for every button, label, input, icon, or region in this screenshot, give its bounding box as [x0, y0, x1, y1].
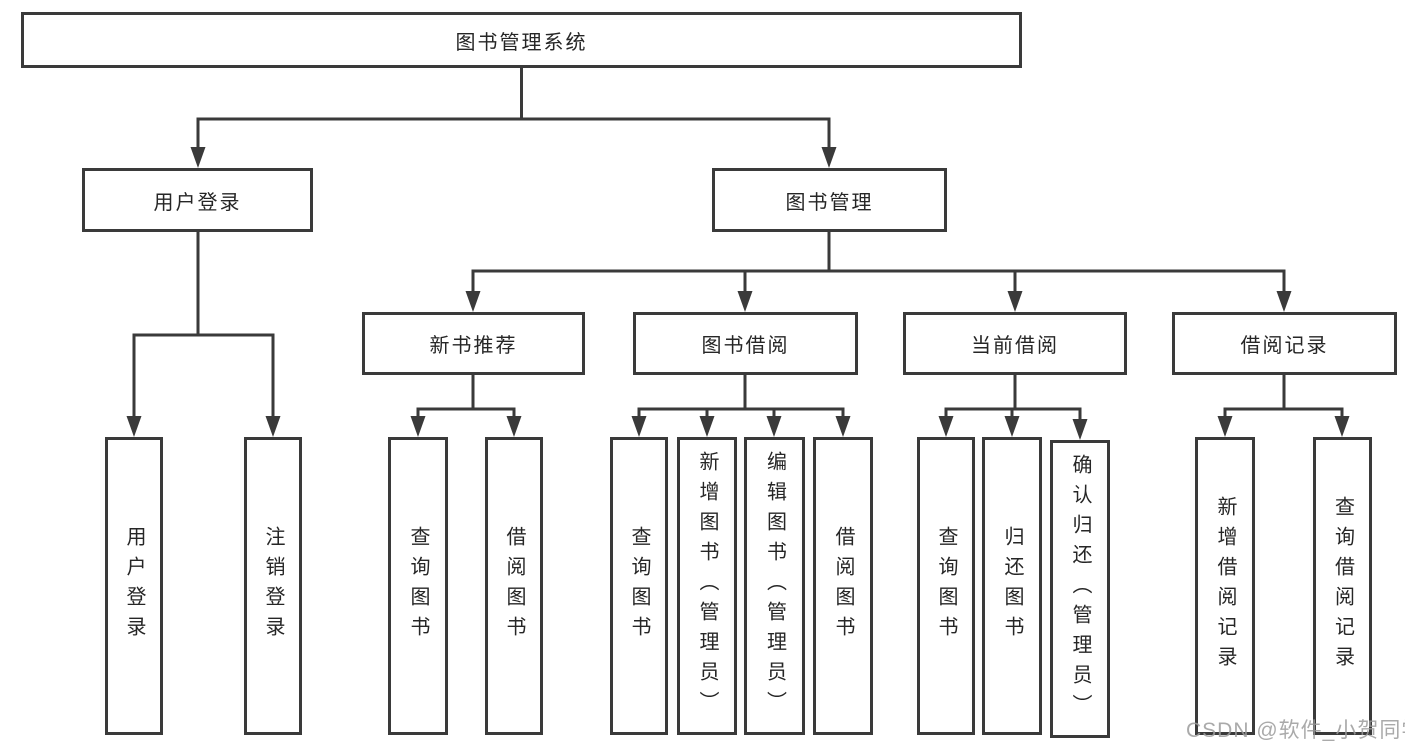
node-leaf-user-login: 用户登录 [105, 437, 163, 735]
arrowhead-icon [835, 416, 851, 437]
node-new-book-recommend: 新书推荐 [362, 312, 585, 375]
node-leaf-nb-query-books: 查询图书 [388, 437, 448, 735]
node-label: 图书借阅 [701, 335, 790, 357]
arrowhead-icon [631, 416, 647, 437]
arrowhead-icon [190, 147, 206, 168]
node-leaf-br-query-record: 查询借阅记录 [1313, 437, 1372, 735]
arrowhead-icon [1007, 291, 1023, 312]
node-label: 新增借阅记录 [1214, 496, 1236, 676]
node-book-management: 图书管理 [712, 168, 947, 232]
node-leaf-bb-edit-books: 编辑图书（管理员） [744, 437, 805, 735]
node-leaf-cb-return-books: 归还图书 [982, 437, 1042, 735]
node-leaf-bb-add-books: 新增图书（管理员） [677, 437, 737, 735]
node-label: 归还图书 [1001, 526, 1023, 646]
arrowhead-icon [1276, 291, 1292, 312]
node-label: 借阅图书 [503, 526, 525, 646]
node-label: 借阅记录 [1240, 335, 1329, 357]
node-borrowing-records: 借阅记录 [1172, 312, 1397, 375]
node-label: 当前借阅 [971, 335, 1059, 357]
node-user-login: 用户登录 [82, 168, 313, 232]
node-library-system: 图书管理系统 [21, 12, 1022, 68]
arrowhead-icon [265, 416, 281, 437]
node-label: 新增图书（管理员） [696, 451, 718, 721]
node-leaf-nb-borrow-books: 借阅图书 [485, 437, 543, 735]
arrowhead-icon [1217, 416, 1233, 437]
arrowhead-icon [699, 416, 715, 437]
node-label: 图书管理系统 [455, 31, 588, 54]
node-leaf-cb-query-books: 查询图书 [917, 437, 975, 735]
node-leaf-bb-borrow-books: 借阅图书 [813, 437, 873, 735]
arrowhead-icon [938, 416, 954, 437]
node-label: 注销登录 [262, 526, 284, 646]
node-leaf-cb-confirm-return: 确认归还（管理员） [1050, 440, 1110, 738]
arrowhead-icon [506, 416, 522, 437]
arrowhead-icon [410, 416, 426, 437]
arrowhead-icon [465, 291, 481, 312]
node-leaf-bb-query-books: 查询图书 [610, 437, 668, 735]
arrowhead-icon [1072, 419, 1088, 440]
node-label: 编辑图书（管理员） [763, 451, 786, 721]
node-label: 查询图书 [407, 526, 429, 646]
node-label: 查询图书 [628, 526, 650, 646]
csdn-watermark: CSDN @软件_小贺同学 [1186, 719, 1405, 742]
node-leaf-logout: 注销登录 [244, 437, 302, 735]
node-label: 用户登录 [153, 191, 242, 214]
arrowhead-icon [766, 416, 782, 437]
arrowhead-icon [126, 416, 142, 437]
node-label: 新书推荐 [429, 335, 518, 357]
node-label: 借阅图书 [832, 526, 854, 646]
node-label: 查询图书 [935, 526, 957, 646]
node-leaf-br-add-record: 新增借阅记录 [1195, 437, 1255, 735]
node-label: 用户登录 [123, 526, 145, 646]
node-label: 查询借阅记录 [1331, 496, 1354, 676]
arrowhead-icon [737, 291, 753, 312]
arrowhead-icon [1004, 416, 1020, 437]
arrowhead-icon [1334, 416, 1350, 437]
node-label: 图书管理 [785, 191, 874, 214]
arrowhead-icon [821, 147, 837, 168]
node-current-borrowing: 当前借阅 [903, 312, 1127, 375]
node-label: 确认归还（管理员） [1069, 454, 1091, 724]
node-book-borrowing: 图书借阅 [633, 312, 858, 375]
